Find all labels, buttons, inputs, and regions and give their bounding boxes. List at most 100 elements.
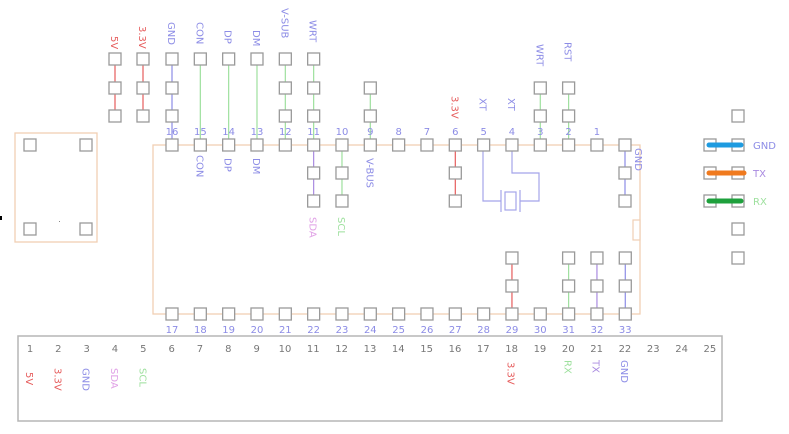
jumper-pad — [193, 52, 207, 66]
pin-label: RST — [562, 42, 573, 62]
header-pin-number: 9 — [253, 344, 259, 355]
jumper-pad — [136, 52, 150, 66]
header-pin-label: 3.3V — [505, 362, 516, 385]
serial-pad — [731, 251, 745, 265]
jumper-pad — [618, 166, 632, 180]
pin-label: GND — [632, 148, 643, 171]
jumper-pad — [165, 52, 179, 66]
jumper-pad — [590, 251, 604, 265]
chip-pin-pad — [306, 138, 321, 152]
chip-pin-pad — [618, 307, 632, 321]
jumper-pad — [108, 52, 122, 66]
chip-pin-pad — [165, 138, 179, 152]
header-pin-number: 22 — [619, 344, 632, 355]
jumper-pad — [306, 194, 321, 208]
crystal-symbol — [482, 145, 540, 212]
chip-pin-pad — [165, 307, 179, 321]
header-pin-number: 15 — [420, 344, 433, 355]
chip-pin-number: 17 — [166, 325, 179, 336]
module-pad — [23, 138, 37, 152]
chip-pin-pad — [476, 307, 491, 321]
chip-pin-pad — [590, 138, 604, 152]
header-pin-number: 16 — [449, 344, 462, 355]
header-pin-number: 14 — [392, 344, 405, 355]
header-pin-label: GND — [80, 368, 91, 391]
chip-pin-number: 32 — [591, 325, 604, 336]
jumper-pad — [136, 81, 150, 95]
chip-pin-pad — [278, 138, 292, 152]
chip-pin-number: 9 — [367, 127, 373, 138]
header-pin-number: 3 — [83, 344, 89, 355]
header-pin-number: 23 — [647, 344, 660, 355]
pin-label: DP — [222, 30, 233, 44]
left-module-outline — [14, 132, 98, 243]
chip-pin-number: 8 — [395, 127, 401, 138]
header-pin-number: 6 — [168, 344, 174, 355]
chip-pin-pad — [391, 138, 406, 152]
chip-pin-number: 22 — [307, 325, 320, 336]
jumper-pad — [306, 166, 321, 180]
header-pin-number: 25 — [704, 344, 717, 355]
pin-label: DP — [222, 158, 233, 172]
header-pin-label: GND — [618, 360, 629, 383]
chip-pin-pad — [335, 138, 349, 152]
chip-pin-number: 33 — [619, 325, 632, 336]
jumper-pad — [505, 279, 519, 293]
jumper-pad — [335, 194, 349, 208]
chip-pin-number: 13 — [251, 127, 264, 138]
serial-pad — [731, 109, 745, 123]
chip-pin-pad — [448, 138, 462, 152]
chip-pin-number: 6 — [452, 127, 458, 138]
chip-pin-pad — [505, 138, 519, 152]
chip-pin-number: 21 — [279, 325, 292, 336]
module-pad — [23, 222, 37, 236]
chip-pin-number: 18 — [194, 325, 207, 336]
header-pin-number: 17 — [477, 344, 490, 355]
jumper-pad — [108, 81, 122, 95]
chip-pin-pad — [306, 307, 321, 321]
header-pin-number: 8 — [225, 344, 231, 355]
jumper-pad — [561, 251, 576, 265]
pin-label: CON — [193, 155, 204, 177]
header-pin-number: 21 — [590, 344, 603, 355]
pin-label: WRT — [307, 20, 318, 43]
chip-pin-number: 4 — [509, 127, 515, 138]
header-outline — [17, 335, 723, 422]
jumper-pad — [165, 109, 179, 123]
pin-label: SDA — [307, 217, 318, 238]
pin-label: 5V — [108, 36, 119, 49]
jumper-pad — [335, 166, 349, 180]
chip-pin-number: 28 — [477, 325, 490, 336]
jumper-pad — [533, 81, 547, 95]
chip-pin-pad — [420, 138, 434, 152]
jumper-pad — [363, 81, 377, 95]
chip-pin-number: 10 — [336, 127, 349, 138]
jumper-pad — [250, 52, 264, 66]
chip-pin-number: 20 — [251, 325, 264, 336]
pin-label: GND — [165, 22, 176, 45]
chip-pin-number: 30 — [534, 325, 547, 336]
chip-pin-number: 23 — [336, 325, 349, 336]
header-pin-number: 18 — [505, 344, 518, 355]
chip-pin-pad — [335, 307, 349, 321]
serial-label: GND — [753, 141, 776, 152]
chip-pin-pad — [278, 307, 292, 321]
chip-pin-number: 2 — [565, 127, 571, 138]
chip-pin-pad — [193, 138, 207, 152]
chip-pin-pad — [363, 138, 377, 152]
jumper-pad — [561, 279, 576, 293]
chip-pin-pad — [448, 307, 462, 321]
jumper-pad — [165, 81, 179, 95]
header-pin-label: 3.3V — [51, 368, 62, 391]
chip-pin-pad — [222, 138, 236, 152]
module-dot — [59, 221, 60, 222]
edge-mark — [0, 216, 2, 220]
chip-pin-pad — [363, 307, 377, 321]
header-pin-label: 5V — [23, 372, 34, 385]
chip-gnd-pad — [618, 138, 632, 152]
header-pin-number: 13 — [364, 344, 377, 355]
chip-pin-number: 14 — [222, 127, 235, 138]
pin-label: 3.3V — [136, 26, 147, 49]
jumper-pad — [136, 109, 150, 123]
